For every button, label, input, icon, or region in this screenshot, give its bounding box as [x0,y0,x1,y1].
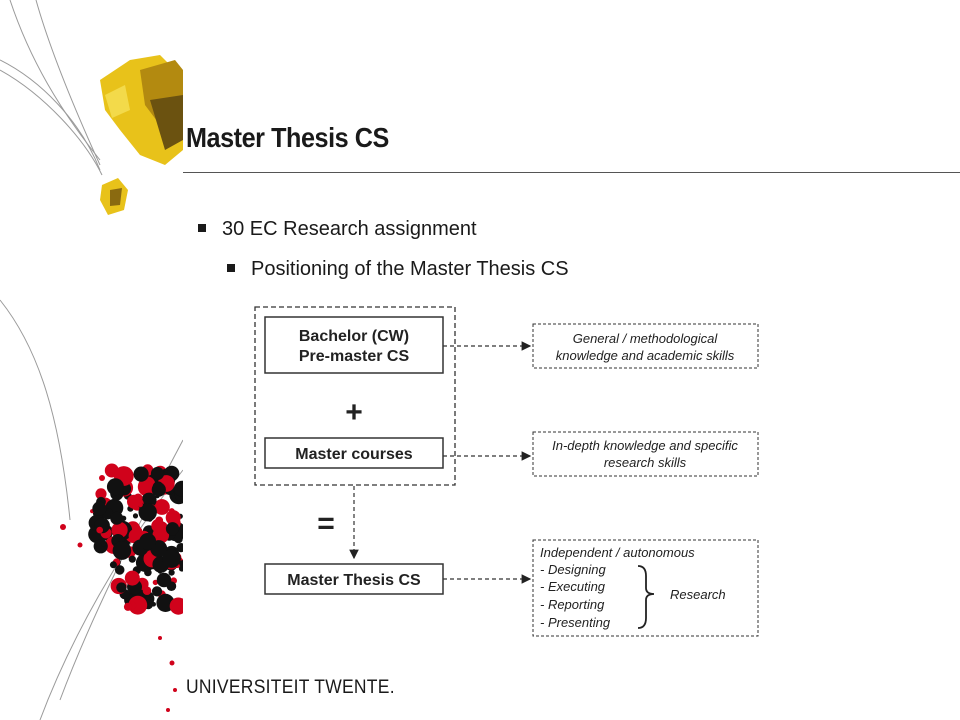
decor-dot [132,513,139,519]
general-skills-box: General / methodological knowledge and a… [532,323,759,369]
gold-cluster-graphic [100,55,183,215]
decor-dot [144,568,152,577]
indepth-text-2: research skills [604,455,687,470]
bullet-positioning: Positioning of the Master Thesis CS [227,258,569,281]
bullet-research-assignment: 30 EC Research assignment [198,218,477,241]
general-text-2: knowledge and academic skills [556,348,735,363]
decor-dot [139,533,157,550]
decor-dot [111,521,128,539]
bullet-text: Positioning of the Master Thesis CS [251,258,569,280]
decor-dot [151,586,163,597]
decor-dot [158,636,162,640]
decor-dot [165,510,181,526]
master-courses-box: Master courses [264,437,444,469]
decor-dot [95,488,107,500]
decor-dot [150,466,165,481]
decor-dot [123,602,133,611]
decor-dot [112,541,132,560]
decor-dot [126,494,141,509]
bachelor-box: Bachelor (CW) Pre-master CS [264,316,444,374]
swoosh-lines [0,0,183,720]
decor-dot [169,660,175,666]
master-thesis-box: Master Thesis CS [264,563,444,595]
decor-dot [138,503,157,522]
decor-dot [109,561,117,569]
decor-dot [92,501,107,516]
decor-dot [166,708,170,712]
decor-dot [116,582,127,593]
master-thesis-label: Master Thesis CS [287,572,421,589]
step-presenting: - Presenting [540,615,611,630]
decor-dot [93,539,108,554]
prior-education-group [254,306,456,486]
decor-dot [100,541,107,547]
decor-dot [60,524,66,530]
slide-title: Master Thesis CS [186,122,389,153]
decor-dot [165,522,180,536]
decor-dot [128,555,136,563]
decor-dot [152,579,159,586]
decor-dot [137,502,143,508]
decor-dot [162,549,181,568]
equals-sign: = [317,507,335,540]
square-bullet-icon [198,224,206,232]
independent-title: Independent / autonomous [540,545,695,560]
decor-dot [179,560,183,568]
general-text-1: General / methodological [573,331,719,346]
master-courses-label: Master courses [295,446,412,463]
square-bullet-icon [227,264,235,272]
indepth-skills-box: In-depth knowledge and specific research… [532,431,759,477]
university-logo: UNIVERSITEIT TWENTE. [186,677,395,698]
decor-dot [151,482,166,497]
decor-dot [168,569,175,576]
bachelor-label-2: Pre-master CS [299,348,410,365]
decor-dot [114,565,125,575]
step-designing: - Designing [540,562,607,577]
decor-dot [169,597,183,615]
plus-sign: + [345,396,363,429]
decor-dot [156,572,172,588]
decor-dot [151,519,165,533]
dot-cluster-graphic [60,463,183,712]
decor-dot [77,542,83,548]
decor-dot [110,511,124,525]
decor-dot [128,595,148,615]
decorative-graphics [0,0,183,720]
decor-dot [124,570,140,586]
decor-dot [133,466,149,482]
step-executing: - Executing [540,579,606,594]
independent-research-box: Independent / autonomous - Designing - E… [532,539,759,637]
decor-dot [168,508,175,514]
indepth-text-1: In-depth knowledge and specific [552,438,738,453]
bullet-text: 30 EC Research assignment [222,218,477,240]
bachelor-label-1: Bachelor (CW) [299,328,409,345]
decor-dot [173,688,177,692]
decor-dot [174,480,183,497]
curly-brace-icon [637,565,655,629]
decor-dot [154,499,170,515]
decor-dot [106,478,124,496]
research-label: Research [670,587,726,602]
step-reporting: - Reporting [540,597,605,612]
decor-dot [142,586,152,595]
decor-dot [99,475,105,481]
positioning-diagram: Bachelor (CW) Pre-master CS + Master cou… [254,306,759,637]
decor-dot [96,526,103,534]
title-divider [183,172,960,173]
